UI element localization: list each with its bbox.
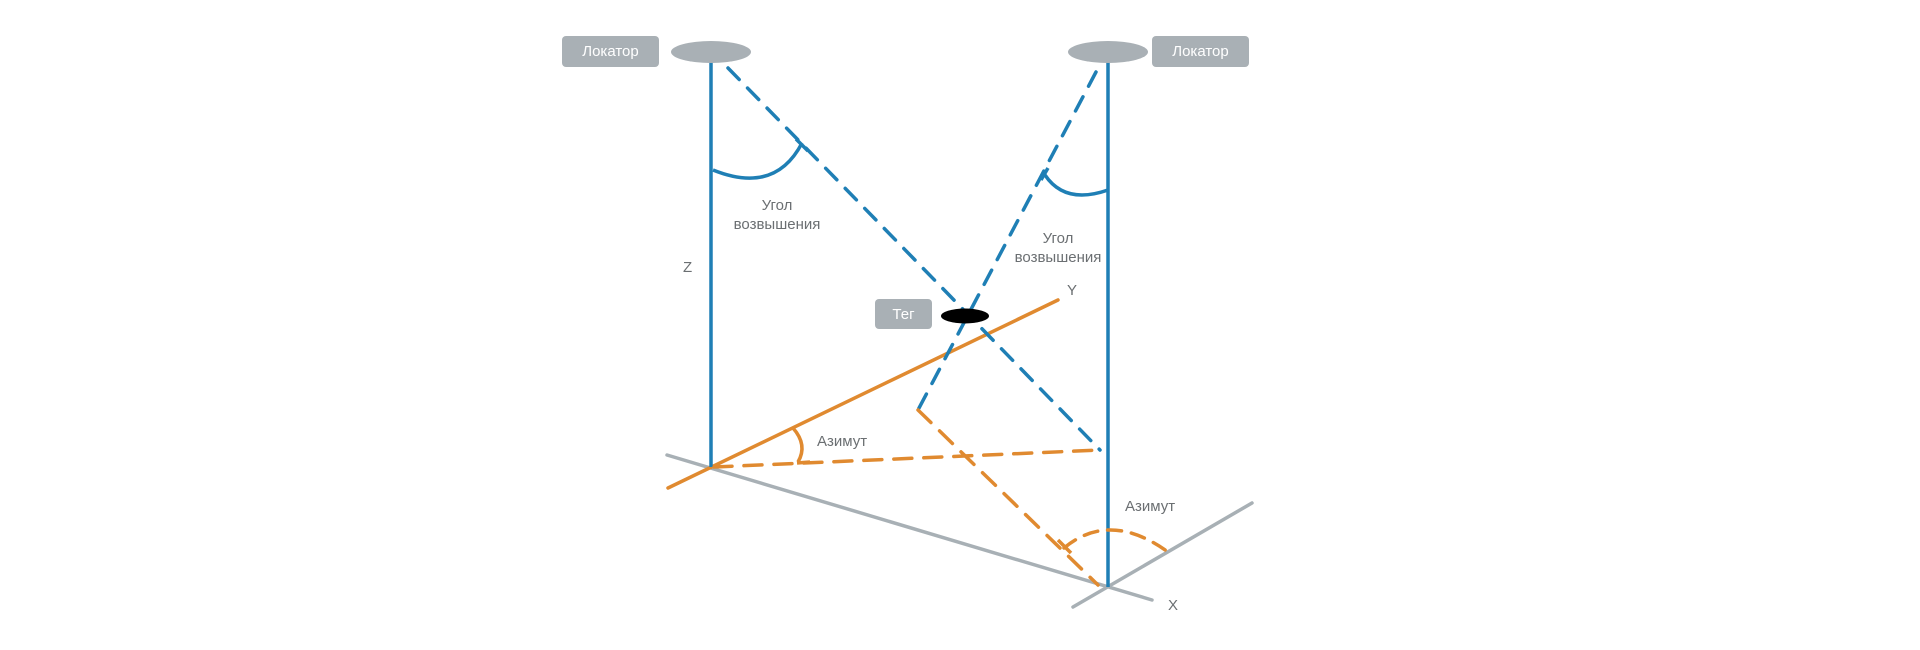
left-elevation-label-line1: Угол: [761, 197, 793, 214]
right-azimuth-projection: [916, 408, 1100, 587]
z-axis-label: Z: [683, 259, 693, 276]
tag-device[interactable]: [941, 308, 989, 324]
right-azimuth-arc: [1062, 528, 1170, 554]
left-elevation-arc-tick: [794, 137, 810, 153]
left-azimuth-projection: [712, 448, 1102, 469]
left-azimuth-arc: [791, 426, 804, 463]
left-elevation-label-line2: возвышения: [733, 216, 821, 233]
left-locator-ray: [726, 66, 1102, 452]
y-axis-label: Y: [1067, 282, 1078, 299]
right-azimuth-label: Азимут: [1125, 498, 1176, 515]
right-elevation-label: Угол возвышения: [1003, 229, 1113, 267]
tag-label: Тег: [875, 299, 932, 329]
left-azimuth-arc-tick: [796, 460, 811, 465]
left-locator-label: Локатор: [562, 36, 659, 67]
right-locator-label: Локатор: [1152, 36, 1249, 67]
right-locator-antenna[interactable]: [1068, 41, 1148, 63]
left-azimuth-label: Азимут: [817, 433, 868, 450]
left-elevation-label: Угол возвышения: [722, 196, 832, 234]
right-elevation-arc: [1043, 173, 1109, 197]
left-elevation-arc: [712, 142, 804, 180]
y-axis-line: [666, 298, 1060, 490]
right-elevation-label-line1: Угол: [1042, 230, 1074, 247]
x-axis-label: X: [1168, 597, 1179, 614]
right-elevation-label-line2: возвышения: [1014, 249, 1102, 266]
right-elevation-arc-tick: [1039, 167, 1050, 181]
x-axis-line: [665, 453, 1154, 602]
left-locator-antenna[interactable]: [671, 41, 751, 63]
right-azimuth-arc-tick: [1056, 538, 1073, 555]
ground-axis-line-right: [1071, 501, 1254, 609]
right-locator-ray: [916, 70, 1098, 412]
